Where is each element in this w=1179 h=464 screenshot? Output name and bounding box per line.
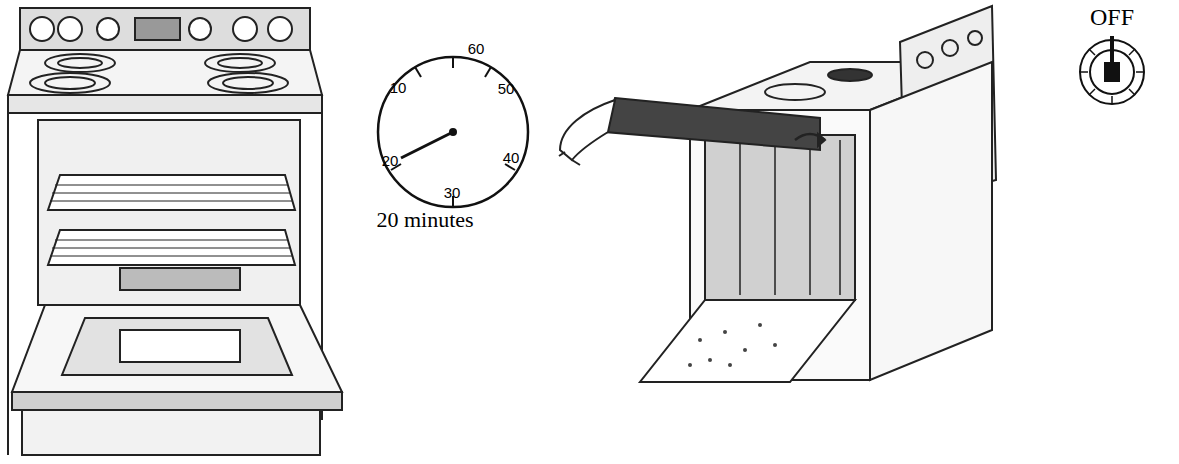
- time-caption: 20 minutes: [376, 209, 473, 231]
- dial-number: 60: [468, 41, 485, 56]
- dial-number: 10: [390, 80, 407, 95]
- dial-number: 40: [503, 150, 520, 165]
- control-knob: [1080, 36, 1144, 104]
- right-oven: [559, 6, 996, 382]
- dial-number: 30: [444, 185, 461, 200]
- knob-label: OFF: [1090, 5, 1134, 29]
- left-range: [8, 8, 342, 455]
- timer-dial: [378, 57, 528, 207]
- dial-number: 20: [382, 153, 399, 168]
- dial-number: 50: [498, 81, 515, 96]
